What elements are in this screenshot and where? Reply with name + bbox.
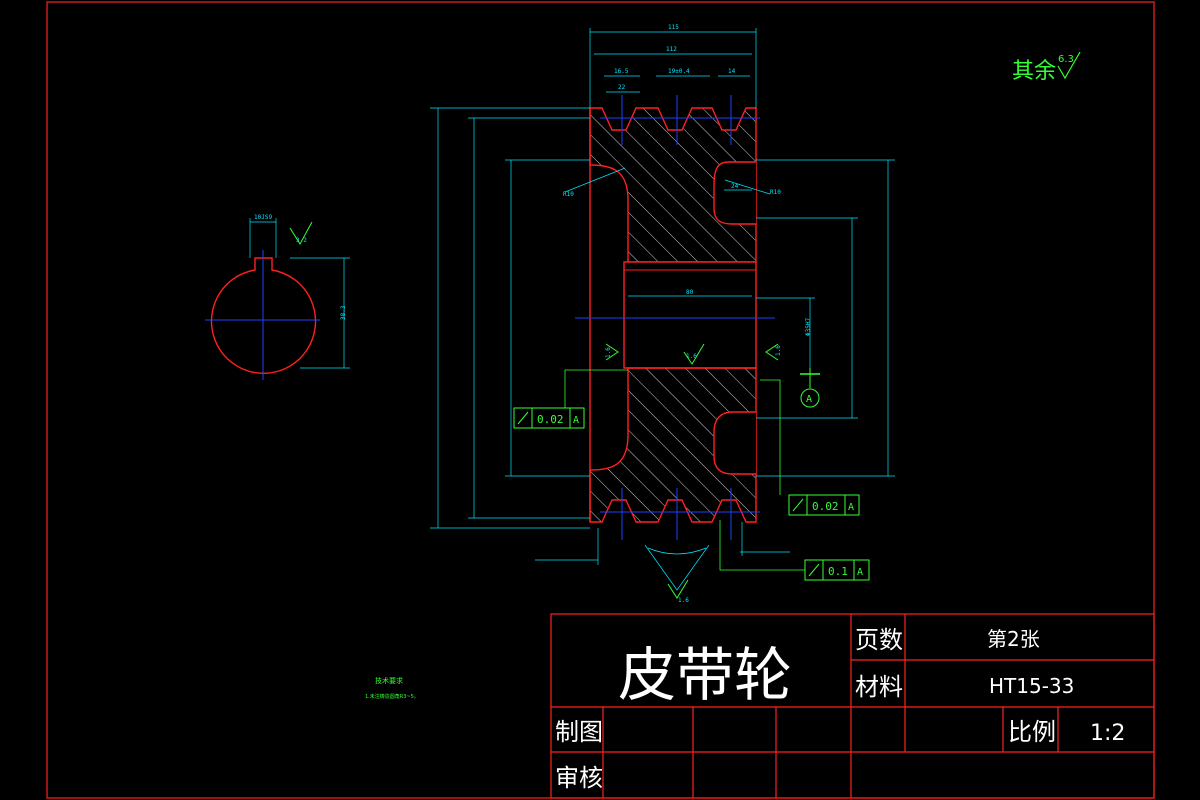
runout-tolerance-bottom: 0.1 A (719, 520, 870, 581)
part-name: 皮带轮 (618, 641, 792, 709)
scale-value: 1:2 (1090, 721, 1125, 746)
title-block (550, 613, 1155, 799)
shaft-section-view: 10JS9 38.3 3.2 (205, 214, 350, 380)
roughness-symbol-icon (1057, 51, 1081, 80)
radius-right-dim: R10 (770, 189, 781, 196)
tech-requirements-item: 1.未注铸造圆角R3~5。 (365, 693, 419, 700)
roughness-prefix: 其余 (1012, 59, 1056, 84)
runout-left-value: 0.02 (537, 413, 564, 426)
lower-rim (589, 367, 757, 523)
runout-bottom-datum: A (857, 567, 863, 578)
reviewer-label: 审核 (555, 764, 603, 792)
scale-label: 比例 (1008, 718, 1056, 746)
pages-label: 页数 (855, 626, 903, 654)
drafter-label: 制图 (555, 718, 603, 746)
bore-dim: Φ35H7 (805, 318, 812, 336)
keyway-roughness: 3.2 (296, 237, 307, 244)
groove-pitch-a-dim: 16.5 (614, 68, 629, 75)
title-block-text: 皮带轮 页数 第2张 材料 HT15-33 制图 审核 比例 1:2 (555, 626, 1125, 792)
groove-top-dim: 22 (618, 84, 626, 91)
material-value: HT15-33 (989, 674, 1074, 698)
tech-requirements: 技术要求 1.未注铸造圆角R3~5。 (365, 676, 419, 700)
groove-pitch-b-dim: 19±0.4 (668, 68, 690, 75)
groove-roughness: 1.6 (678, 597, 689, 604)
runout-right-value: 0.02 (812, 500, 839, 513)
shaft-outline (210, 257, 317, 374)
tech-requirements-title: 技术要求 (375, 676, 403, 685)
web-gap-dim: 24 (731, 183, 739, 190)
general-roughness-note: 其余 6.3 (1012, 51, 1081, 84)
hub-bore (623, 261, 757, 369)
radius-left-dim: R10 (563, 191, 574, 198)
overall-width-dim: 115 (668, 24, 679, 31)
roughness-value: 6.3 (1058, 54, 1074, 65)
pages-value: 第2张 (987, 627, 1040, 651)
datum-a-marker: A (800, 368, 820, 408)
datum-label: A (806, 394, 812, 405)
hub-length-dim: 80 (686, 289, 694, 296)
runout-left-datum: A (573, 415, 579, 426)
left-face-roughness: 1.6 (605, 347, 612, 358)
right-face-roughness: 1.6 (775, 345, 782, 356)
runout-icon (792, 498, 804, 512)
pulley-section-view: 115 112 16.5 19±0.4 14 22 Φ35H7 80 (430, 24, 895, 591)
runout-tolerance-right: 0.02 A (760, 379, 860, 516)
inner-width-dim: 112 (666, 46, 677, 53)
runout-tolerance-left: 0.02 A (513, 369, 628, 429)
bore-roughness: 1.6 (686, 353, 697, 360)
material-label: 材料 (855, 673, 903, 701)
runout-bottom-value: 0.1 (828, 565, 848, 578)
keyway-depth-dim: 38.3 (340, 305, 347, 320)
runout-right-datum: A (848, 502, 854, 513)
keyway-width-dim: 10JS9 (254, 214, 272, 221)
groove-edge-dim: 14 (728, 68, 736, 75)
runout-icon (517, 411, 529, 425)
runout-icon (808, 563, 820, 577)
roughness-marks: 1.6 1.6 1.6 1.6 (605, 343, 782, 604)
